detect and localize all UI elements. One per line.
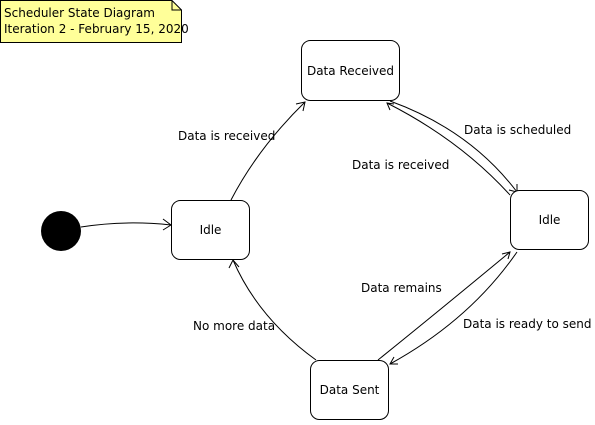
- state-idle-right: Idle: [510, 190, 589, 250]
- note-title: Scheduler State Diagram: [4, 6, 155, 20]
- arrowhead: [389, 356, 398, 365]
- arrowhead: [228, 259, 240, 269]
- transition-label: Data is received: [352, 158, 449, 172]
- state-box: [171, 200, 250, 260]
- edge-data-sent-to-idle-left: [232, 259, 317, 361]
- transition-labels: Data is received Data is scheduled Data …: [178, 123, 592, 333]
- transition-label: Data is scheduled: [464, 123, 571, 137]
- state-idle-left: Idle: [171, 200, 250, 260]
- note-fold: [171, 0, 182, 11]
- state-box: [310, 360, 389, 420]
- diagram-note: Scheduler State Diagram Iteration 2 - Fe…: [0, 0, 189, 43]
- arrowhead: [501, 251, 511, 260]
- note-shape: [0, 0, 182, 43]
- state-label: Data Received: [307, 64, 394, 78]
- arrowhead: [295, 101, 306, 112]
- state-label: Data Sent: [320, 383, 380, 397]
- transition-label: Data is ready to send: [463, 317, 592, 331]
- transition-edges: [80, 100, 518, 365]
- transition-label: Data remains: [361, 281, 442, 295]
- transition-label: Data is received: [178, 129, 275, 143]
- state-data-received: Data Received: [301, 40, 400, 101]
- transition-label: No more data: [193, 319, 275, 333]
- state-label: Idle: [539, 213, 561, 227]
- edge-data-received-to-idle-right: [389, 100, 518, 193]
- note-subtitle: Iteration 2 - February 15, 2020: [4, 22, 189, 36]
- state-data-sent: Data Sent: [310, 360, 389, 420]
- edge-idle-right-to-data-received: [386, 102, 511, 196]
- state-label: Idle: [200, 223, 222, 237]
- state-box: [301, 40, 400, 101]
- edge-initial-to-idle: [80, 222, 172, 228]
- edge-idle-to-data-received: [230, 101, 306, 201]
- arrowhead: [386, 102, 395, 111]
- edge-idle-right-to-data-sent: [389, 251, 518, 365]
- state-box: [510, 190, 589, 250]
- edge-data-sent-to-idle-right: [377, 251, 511, 361]
- initial-state: [41, 211, 81, 251]
